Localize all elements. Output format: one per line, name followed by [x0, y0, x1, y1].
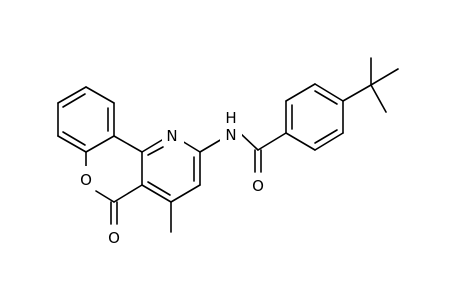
bond-double-inner	[62, 131, 86, 146]
bond	[181, 140, 201, 153]
bond-double-inner	[314, 129, 338, 144]
bond-double-inner	[314, 90, 338, 105]
bond	[141, 184, 172, 203]
bond-double-inner	[62, 93, 86, 108]
atom-nitrogen-ring: N	[166, 127, 177, 145]
bond	[285, 83, 316, 102]
bond	[85, 135, 115, 153]
atom-oxygen-ring: O	[80, 171, 92, 189]
atom-nitrogen-amide: N	[225, 126, 236, 144]
atom-oxygen-lactone: O	[108, 229, 120, 247]
bond	[57, 86, 87, 104]
bond-double-inner	[147, 146, 164, 156]
bond	[199, 138, 223, 153]
atom-oxygen-amide: O	[252, 177, 264, 195]
bond	[170, 184, 201, 203]
atom-labels: N H N O O O	[75, 109, 269, 247]
bond	[314, 83, 344, 102]
bond	[85, 86, 115, 104]
bond	[95, 190, 115, 203]
bond	[314, 132, 344, 151]
bond	[113, 184, 143, 203]
bond	[239, 132, 259, 151]
bond-lines	[57, 57, 399, 233]
bond	[370, 84, 387, 113]
bond	[342, 84, 372, 102]
bond	[57, 135, 87, 153]
bond-double-inner	[147, 181, 171, 196]
bond	[113, 135, 143, 153]
bond	[370, 68, 399, 86]
bond	[285, 132, 316, 151]
bond	[257, 132, 287, 151]
bond	[141, 139, 163, 153]
atom-hydrogen-amide: H	[225, 109, 236, 127]
